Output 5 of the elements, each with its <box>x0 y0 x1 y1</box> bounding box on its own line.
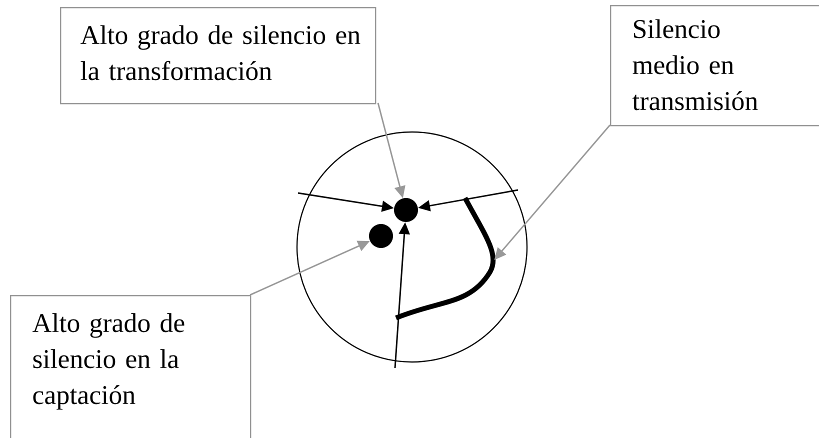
thick-curve <box>395 196 496 320</box>
text-box: Alto grado de silencio en la transformación <box>60 7 376 104</box>
dot <box>369 224 393 248</box>
text-box: Alto grado de silencio en la captación <box>10 294 252 438</box>
text-box: Silencio medio en transmisión <box>610 5 819 126</box>
